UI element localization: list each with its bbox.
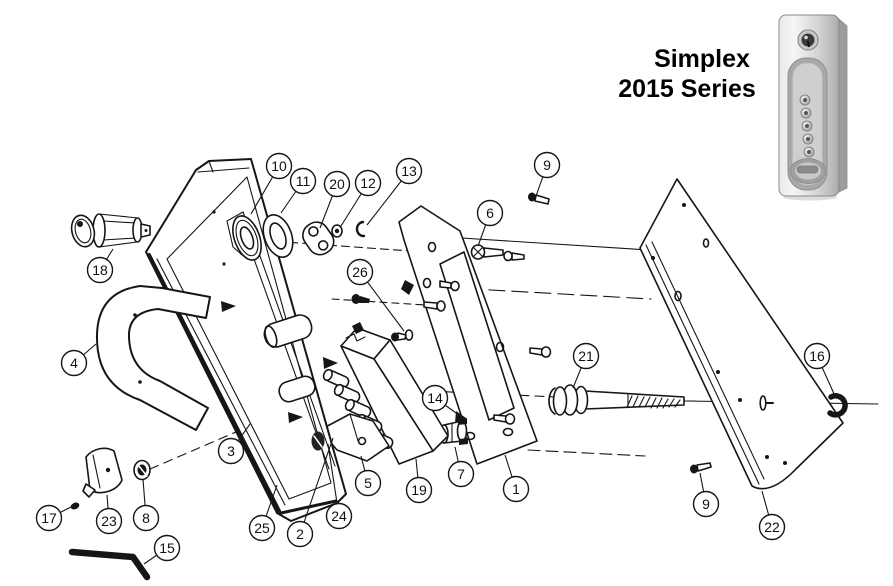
callout-26: 26 — [346, 258, 405, 332]
keypad-buttons — [799, 94, 815, 158]
svg-text:23: 23 — [101, 513, 117, 529]
svg-text:9: 9 — [543, 157, 551, 173]
svg-text:19: 19 — [411, 482, 427, 498]
callout-4: 4 — [60, 343, 97, 377]
callout-20: 20 — [319, 170, 351, 229]
svg-text:8: 8 — [142, 510, 150, 526]
arrow-marker — [221, 301, 236, 312]
svg-text:26: 26 — [352, 264, 368, 280]
oval-plate — [302, 221, 335, 256]
fasteners — [70, 192, 712, 510]
svg-text:22: 22 — [764, 519, 780, 535]
svg-text:6: 6 — [486, 205, 494, 221]
series-title-line2: 2015 Series — [618, 75, 756, 103]
combination-chamber — [340, 322, 449, 465]
svg-text:5: 5 — [364, 475, 372, 491]
callout-6: 6 — [476, 199, 504, 247]
callout-11: 11 — [280, 167, 317, 214]
svg-text:15: 15 — [159, 540, 175, 556]
callout-13: 13 — [366, 157, 423, 226]
svg-text:25: 25 — [254, 520, 270, 536]
callout-2: 2 — [286, 437, 334, 548]
svg-text:10: 10 — [271, 158, 287, 174]
callout-22: 22 — [758, 490, 786, 541]
control-shaft — [243, 230, 330, 470]
mounting-plate — [398, 205, 538, 465]
thumbturn-knob — [82, 447, 123, 498]
svg-text:21: 21 — [578, 348, 594, 364]
keyhole — [797, 29, 819, 51]
plate-pin — [759, 395, 767, 411]
u-cover — [95, 285, 211, 431]
callout-9: 9 — [692, 472, 720, 518]
plate-notch — [401, 280, 414, 295]
callout-7: 7 — [447, 446, 475, 488]
screw-9-bottom — [690, 462, 712, 474]
thumb-latch — [790, 158, 826, 184]
callout-23: 23 — [95, 494, 123, 535]
svg-text:12: 12 — [360, 175, 376, 191]
svg-text:16: 16 — [809, 348, 825, 364]
svg-text:11: 11 — [296, 173, 311, 189]
lock-nut — [133, 459, 151, 481]
clamp-bushing — [439, 418, 468, 445]
trim-ring — [262, 214, 294, 258]
callout-25: 25 — [248, 484, 278, 542]
callout-18: 18 — [86, 248, 114, 284]
callout-1: 1 — [502, 454, 530, 503]
svg-text:20: 20 — [329, 176, 345, 192]
callout-17: 17 — [35, 504, 72, 532]
svg-text:9: 9 — [702, 496, 710, 512]
series-title-line1: Simplex — [654, 45, 750, 73]
callout-21: 21 — [572, 342, 600, 389]
callout-12: 12 — [340, 169, 382, 227]
svg-text:3: 3 — [227, 443, 235, 459]
callout-8: 8 — [132, 478, 160, 532]
hex-wrench — [68, 548, 151, 581]
c-clip — [827, 393, 848, 418]
callout-5: 5 — [354, 455, 382, 497]
screw-26 — [351, 294, 414, 342]
callout-14: 14 — [421, 384, 460, 416]
set-screw — [70, 502, 80, 510]
threaded-spindle — [548, 384, 696, 416]
arrow-marker — [323, 357, 338, 369]
callout-15: 15 — [143, 534, 181, 565]
screw-9-top — [528, 192, 550, 205]
arrow-marker — [288, 412, 303, 423]
callout-10: 10 — [250, 152, 293, 215]
callout-24: 24 — [325, 443, 353, 530]
svg-text:2: 2 — [296, 526, 304, 542]
callout-3: 3 — [217, 423, 251, 465]
svg-text:24: 24 — [331, 508, 347, 524]
shoulder-bolt — [423, 280, 460, 312]
back-plate — [639, 178, 844, 490]
front-housing — [145, 158, 347, 522]
svg-text:17: 17 — [41, 510, 57, 526]
callout-19: 19 — [405, 458, 433, 504]
screw-6 — [470, 244, 525, 262]
svg-text:7: 7 — [457, 466, 465, 482]
svg-text:13: 13 — [401, 163, 417, 179]
svg-text:4: 4 — [70, 355, 78, 371]
svg-text:18: 18 — [92, 262, 108, 278]
small-nut — [331, 224, 343, 238]
callout-16: 16 — [803, 342, 836, 397]
svg-text:1: 1 — [512, 481, 520, 497]
plate-screws — [493, 346, 552, 425]
shaft-knob-small — [278, 375, 316, 403]
shaft-knob-large — [263, 314, 313, 348]
product-photo — [778, 14, 848, 201]
callout-9: 9 — [533, 151, 561, 197]
small-clip — [355, 220, 366, 238]
svg-text:14: 14 — [427, 390, 443, 406]
rosette-ring — [232, 215, 262, 261]
key-cylinder — [70, 213, 151, 248]
